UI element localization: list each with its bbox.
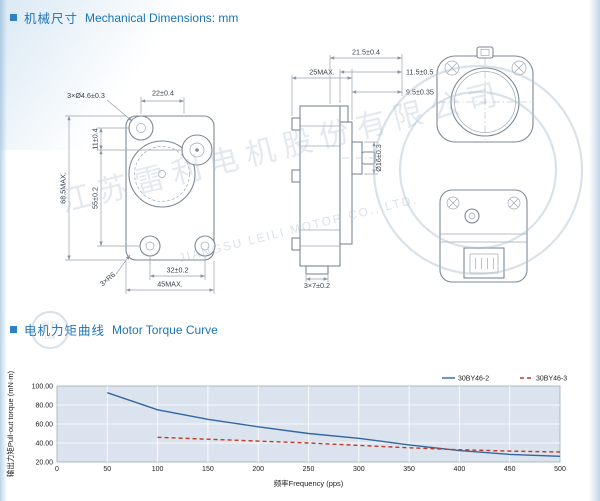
- dim-front-height-inner: 55±0.2: [91, 187, 100, 209]
- torque-chart-svg: 频率Frequency (pps) 输出力矩Pull-out torque (m…: [5, 370, 567, 488]
- y-tick-label: 40.00: [35, 441, 53, 448]
- dim-front-bottom-span: 32±0.2: [167, 266, 189, 275]
- section-header-torque: 电机力矩曲线 Motor Torque Curve: [10, 320, 218, 339]
- section-title-zh: 电机力矩曲线: [24, 324, 106, 338]
- section-title-en: Motor Torque Curve: [112, 322, 218, 337]
- dim-front-holes: 3×Ø4.6±0.3: [67, 91, 105, 100]
- section-title-en: Mechanical Dimensions: mm: [85, 10, 239, 25]
- side-view-drawing: [291, 105, 382, 275]
- right-edge-tint: [589, 0, 600, 501]
- section-bullet-icon: [10, 326, 17, 333]
- x-tick-label: 150: [202, 466, 214, 473]
- dim-side-depth-max: 25MAX.: [309, 68, 335, 77]
- legend-label-30BY46-2: 30BY46-2: [458, 376, 489, 383]
- left-edge-tint: [0, 0, 7, 501]
- x-tick-label: 450: [504, 466, 516, 473]
- dim-front-width-max: 45MAX.: [157, 280, 183, 289]
- x-tick-label: 500: [554, 466, 566, 473]
- x-tick-label: 400: [454, 466, 466, 473]
- dim-side-slot: 3×7±0.2: [304, 281, 330, 290]
- series-line-30BY46-2: [107, 392, 561, 457]
- dim-side-total: 21.5±0.4: [352, 48, 380, 57]
- y-tick-label: 60.00: [35, 422, 53, 429]
- x-tick-label: 300: [353, 466, 365, 473]
- x-axis-label: 频率Frequency (pps): [274, 478, 344, 488]
- top-view-drawing: [436, 46, 534, 143]
- dim-front-height-max: 68.5MAX.: [59, 172, 68, 204]
- dim-front-width-top: 22±0.4: [152, 89, 174, 98]
- y-tick-label: 80.00: [35, 403, 53, 410]
- torque-chart: 频率Frequency (pps) 输出力矩Pull-out torque (m…: [0, 348, 600, 501]
- mechanical-drawings: 22±0.4 3×Ø4.6±0.3 11±0.4 55±0.2 68.5MAX.…: [59, 46, 534, 294]
- x-tick-label: 0: [55, 466, 59, 473]
- x-tick-label: 100: [152, 466, 164, 473]
- section-header-mechanical: 机械尺寸 Mechanical Dimensions: mm: [10, 8, 238, 27]
- dim-front-offset: 11±0.4: [91, 128, 100, 149]
- section-title-zh: 机械尺寸: [24, 12, 79, 26]
- y-axis-label: 输出力矩Pull-out torque (mN·m): [5, 370, 15, 477]
- dim-side-step1: 11.5±0.5: [406, 68, 433, 77]
- x-tick-label: 50: [103, 466, 111, 473]
- bottom-view-drawing: [439, 189, 528, 283]
- x-tick-label: 250: [303, 466, 315, 473]
- y-tick-label: 100.00: [32, 384, 54, 391]
- dim-side-step2: 9.5±0.35: [406, 88, 434, 97]
- section-bullet-icon: [10, 14, 17, 21]
- x-tick-label: 350: [403, 466, 415, 473]
- legend-label-30BY46-3: 30BY46-3: [536, 376, 567, 383]
- x-tick-label: 200: [252, 466, 264, 473]
- dim-side-shaft: Ø16±0.3: [374, 144, 383, 172]
- y-tick-label: 20.00: [35, 460, 53, 467]
- dim-front-radius: 3×R6: [98, 270, 117, 288]
- side-view-dimensions: 25MAX. 21.5±0.4 11.5±0.5 9.5±0.35 Ø16±0.…: [291, 48, 434, 290]
- front-view-drawing: [125, 115, 216, 261]
